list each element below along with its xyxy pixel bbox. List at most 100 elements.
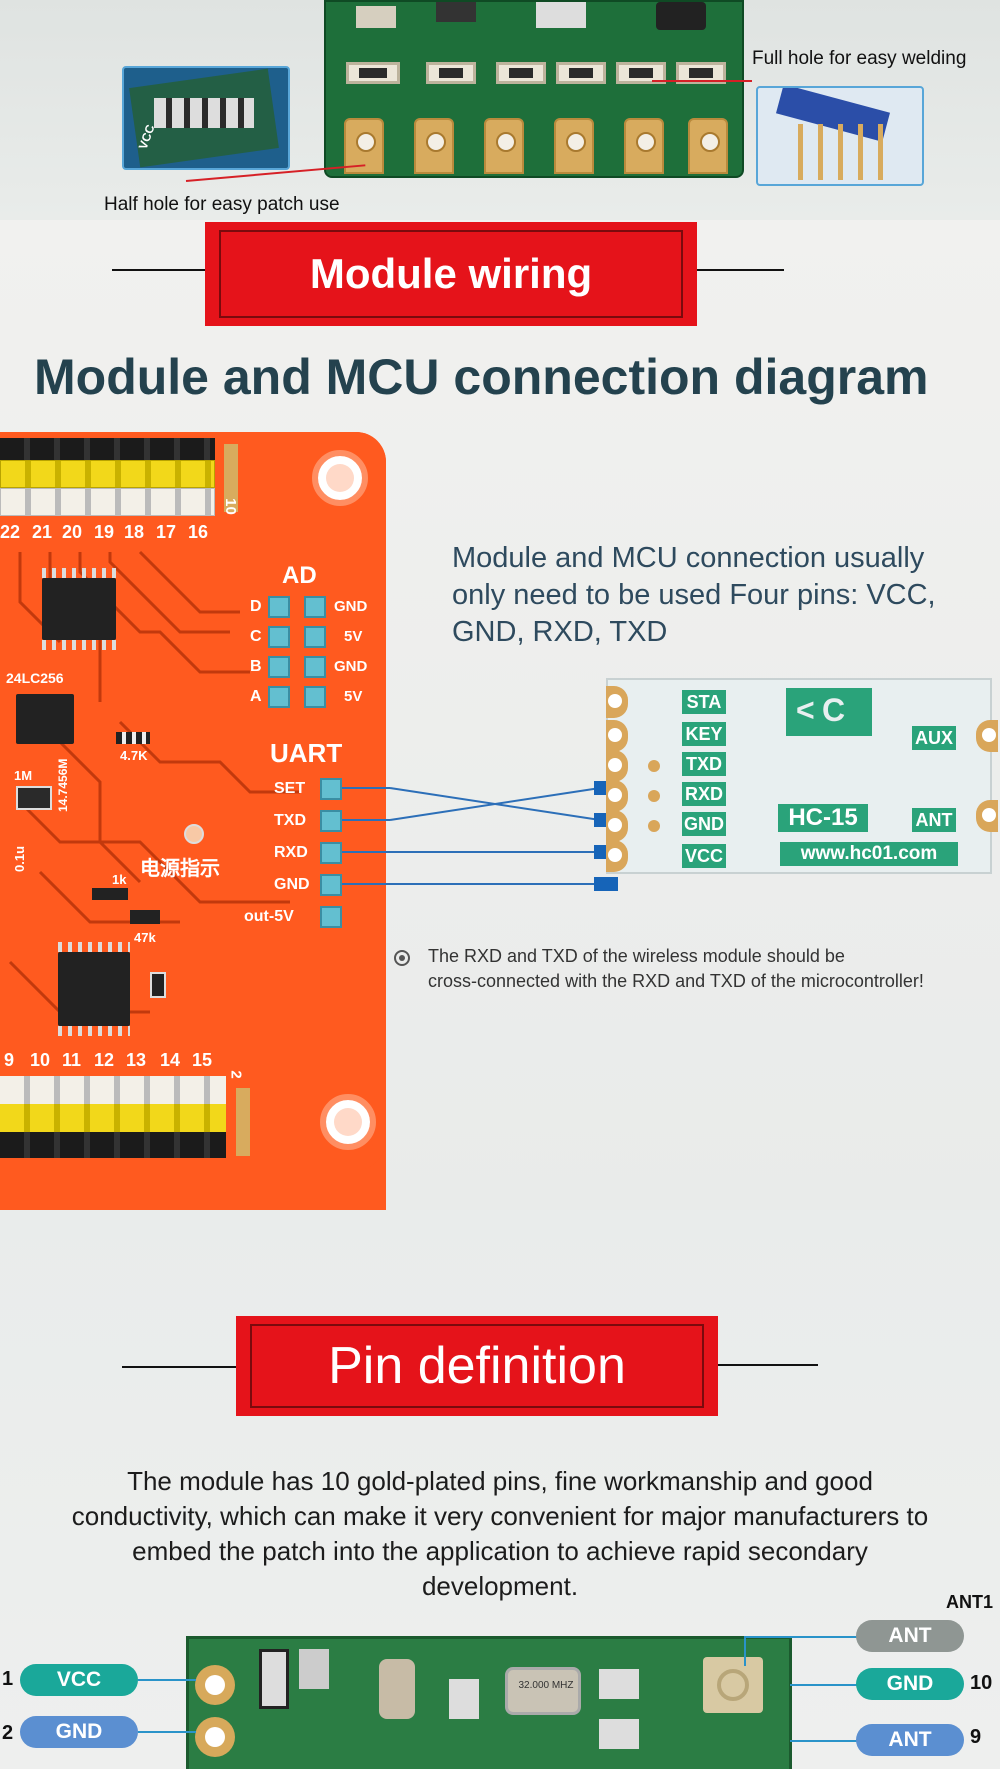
bottom-pin-number-14: 14 (160, 1050, 181, 1070)
pin-banner-rule-left (122, 1366, 290, 1368)
top-pin-number-18: 18 (124, 522, 145, 542)
full-hole-callout-line (652, 80, 752, 82)
module-wiring-banner-text: Module wiring (309, 250, 593, 297)
note-icon (394, 950, 410, 966)
bottom-pin-number-9: 9 (4, 1050, 15, 1070)
note-line-2: cross-connected with the RXD and TXD of … (428, 971, 924, 991)
top-pin-edge-label: 10 (221, 498, 239, 515)
hc15-pin-rxd: RXD (682, 782, 726, 806)
bottom-pin-number-11: 11 (62, 1050, 82, 1070)
ad-header-label: AD (282, 562, 317, 589)
banner-rule-right (618, 269, 784, 271)
hc15-module: STA KEY TXD RXD GND VCC < C AUX ANT HC-1… (606, 678, 998, 874)
uart-pin-out5v (320, 906, 342, 928)
banner-rule-left (112, 269, 282, 271)
power-led (184, 824, 204, 844)
pin-number-9: 9 (970, 1726, 982, 1748)
pin-number-2: 2 (2, 1722, 14, 1744)
hc-logo: < C (786, 688, 872, 736)
ad-right-gnd-1: GND (334, 598, 368, 615)
ad-left-b: B (250, 658, 262, 675)
mount-hole-top (312, 450, 368, 506)
pin-module-photo: 32.000 MHZ (186, 1636, 792, 1769)
pin-pill-gnd-left-text: GND (55, 1720, 103, 1743)
ad-right-5v-2: 5V (344, 688, 363, 705)
pin-pill-ant-top: ANT (856, 1620, 964, 1652)
uart-pin-out5v-label: out-5V (244, 908, 294, 925)
pin-line-ant-top (744, 1636, 860, 1638)
module-wiring-section: Module wiring Module and MCU connection … (0, 220, 1000, 1390)
full-hole-inset-photo (756, 86, 924, 186)
uart-pin-txd (320, 810, 342, 832)
pin-line-ant-top-vert (744, 1636, 746, 1666)
pin-definition-section: Pin definition The module has 10 gold-pl… (0, 1210, 1000, 1769)
ad-right-5v-1: 5V (344, 628, 363, 645)
pin-line-ant-right (790, 1740, 860, 1742)
top-pin-number-20: 20 (62, 522, 83, 542)
hc15-model-label: HC-15 (778, 804, 868, 832)
pin-line-gnd-right (790, 1684, 860, 1686)
uart-header-label: UART (270, 738, 343, 768)
hc15-website-label: www.hc01.com (780, 842, 958, 866)
pin-description: The module has 10 gold-plated pins, fine… (71, 1466, 929, 1601)
pin-banner-rule-right (652, 1364, 818, 1366)
pin-number-10: 10 (970, 1672, 993, 1694)
uart-pin-set (320, 778, 342, 800)
ad-left-d: D (250, 598, 262, 615)
connection-description: Module and MCU connection usually only n… (452, 542, 936, 648)
crystal-label: 14.7456M (56, 758, 70, 812)
power-led-label: 电源指示 (140, 858, 220, 880)
eeprom-chip-label: 24LC256 (6, 670, 64, 686)
bottom-pin-edge-label: 2 (227, 1070, 245, 1079)
pin-pill-gnd-left: GND (20, 1716, 138, 1748)
top-pin-number-17: 17 (156, 522, 177, 542)
hc15-ant-label: ANT (912, 808, 956, 832)
half-hole-inset-photo: VCC (122, 66, 290, 170)
uart-pin-txd-label: TXD (274, 812, 306, 829)
cap-label: 0.1u (12, 845, 27, 872)
mcu-chip-bottom (58, 952, 130, 1026)
crystal-component: 32.000 MHZ (505, 1667, 581, 1715)
hc15-pin-gnd: GND (682, 812, 726, 836)
mcu-chip-top (42, 578, 116, 640)
pin-pill-ant-top-text: ANT (888, 1624, 932, 1647)
pin-line-vcc (138, 1679, 196, 1681)
bottom-pin-number-13: 13 (126, 1050, 147, 1070)
pin-definition-banner: Pin definition (236, 1316, 718, 1416)
resistor-47k-label: 47k (134, 930, 156, 945)
pin-definition-banner-text: Pin definition (328, 1337, 626, 1395)
ad-left-c: C (250, 628, 262, 645)
hc15-pin-txd: TXD (682, 752, 726, 776)
uart-pin-rxd (320, 842, 342, 864)
module-photo (324, 0, 744, 178)
ant1-label: ANT1 (946, 1592, 994, 1612)
bottom-pin-number-15: 15 (192, 1050, 213, 1070)
top-product-section: VCC Full hole for easy welding Half hole… (0, 0, 1000, 220)
antenna-connector (703, 1657, 763, 1713)
top-pin-number-21: 21 (32, 522, 53, 542)
eeprom-chip (16, 694, 74, 744)
mount-hole-bottom (320, 1094, 376, 1150)
hc15-aux-label: AUX (912, 726, 956, 750)
bottom-pin-number-10: 10 (30, 1050, 51, 1070)
half-hole-label: Half hole for easy patch use (104, 194, 340, 215)
pin-number-1: 1 (2, 1668, 14, 1690)
crystal-marking: 32.000 MHZ (518, 1680, 574, 1691)
uart-pin-gnd-label: GND (274, 876, 310, 893)
uart-pin-set-label: SET (274, 780, 306, 797)
top-pin-number-22: 22 (0, 522, 21, 542)
uart-pin-gnd (320, 874, 342, 896)
resistor-4k7-label: 4.7K (120, 748, 148, 763)
resistor-1k-label: 1k (112, 872, 127, 887)
pin-pill-gnd-right-text: GND (886, 1672, 934, 1695)
resistor-1m-label: 1M (14, 768, 33, 783)
pin-line-gnd-left (138, 1731, 196, 1733)
ad-right-gnd-2: GND (334, 658, 368, 675)
hc15-pin-vcc: VCC (682, 844, 726, 868)
pin-pill-vcc-text: VCC (56, 1668, 102, 1691)
hc15-pin-key: KEY (682, 722, 726, 746)
mcu-board-body: 10 22 21 20 19 18 17 16 24LC256 4 (0, 432, 386, 1170)
diagram-title: Module and MCU connection diagram (34, 349, 929, 405)
connection-wires (342, 787, 601, 885)
hc15-pin-sta: STA (682, 690, 726, 714)
